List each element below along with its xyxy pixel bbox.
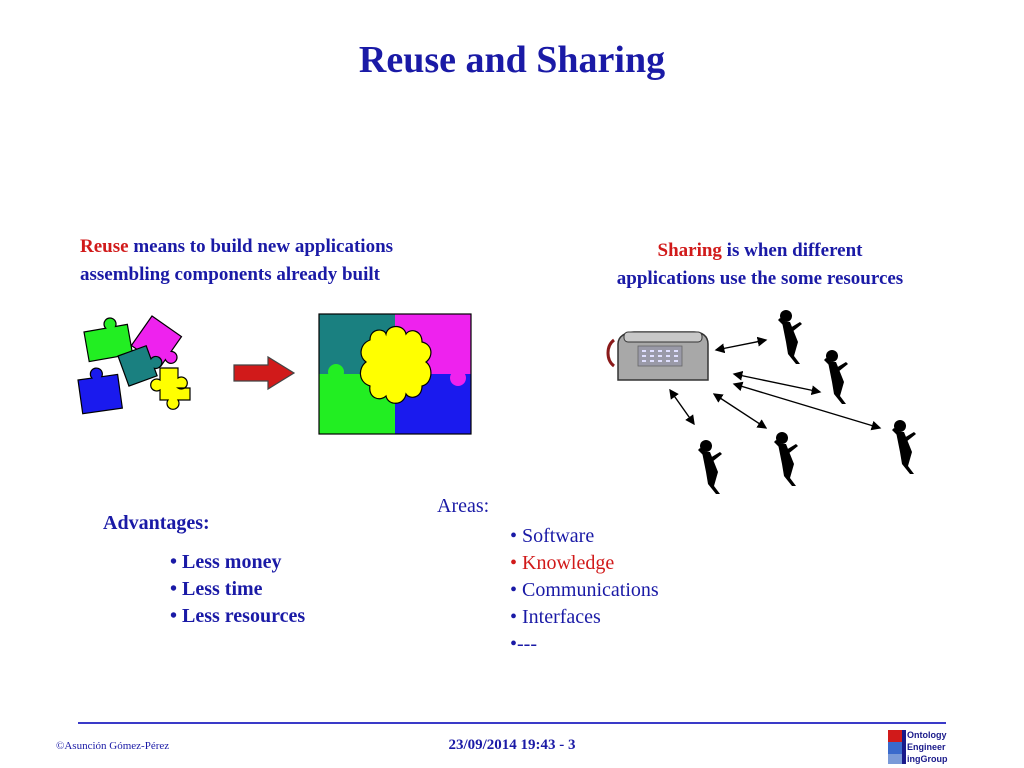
person-figure-icon	[778, 310, 802, 364]
footer-divider	[78, 722, 946, 724]
oeg-logo: Ontology Engineer ingGroup	[884, 728, 948, 766]
oeg-logo-mark-icon	[888, 730, 906, 764]
sharing-term: Sharing	[657, 240, 722, 261]
person-figure-icon	[892, 420, 916, 474]
sharing-illustration	[606, 310, 916, 494]
oeg-logo-line: ingGroup	[907, 754, 948, 764]
advantages-heading: Advantages:	[103, 512, 210, 534]
areas-heading: Areas:	[437, 495, 490, 517]
reuse-definition-line2: assembling components already built	[80, 264, 380, 285]
telephone-icon	[606, 331, 709, 381]
assembled-puzzle-illustration	[318, 313, 472, 435]
puzzle-piece-blue	[77, 367, 124, 415]
oeg-logo-line: Ontology	[907, 730, 947, 740]
advantages-list: • Less money • Less time • Less resource…	[170, 549, 305, 630]
list-item: • Communications	[510, 579, 659, 601]
person-figure-icon	[698, 440, 722, 494]
sharing-definition-line1: is when different	[721, 240, 863, 261]
person-figures	[698, 310, 916, 494]
list-item: • Software	[510, 525, 595, 547]
red-arrow-icon	[233, 355, 296, 391]
list-item: • Interfaces	[510, 606, 601, 628]
scattered-puzzle-pieces-illustration	[77, 315, 191, 415]
list-item: •---	[510, 633, 537, 655]
footer-datetime: 23/09/2014 19:43 - 3	[448, 737, 576, 753]
footer-author: ©Asunción Gómez-Pérez	[56, 740, 170, 752]
sharing-description: Sharing is when different applications u…	[580, 237, 940, 293]
list-item: • Less time	[170, 578, 263, 600]
puzzle-piece-teal	[117, 344, 163, 387]
list-item: • Knowledge	[510, 552, 615, 574]
slide-title: Reuse and Sharing	[358, 39, 666, 81]
oeg-logo-line: Engineer	[907, 742, 946, 752]
sharing-definition-line2: applications use the some resources	[616, 268, 904, 289]
puzzle-piece-green	[83, 317, 134, 363]
puzzle-piece-yellow	[150, 367, 191, 410]
list-item: • Less resources	[170, 605, 306, 627]
person-figure-icon	[824, 350, 848, 404]
person-figure-icon	[774, 432, 798, 486]
reuse-term: Reuse	[80, 236, 129, 257]
reuse-definition-line1: means to build new applications	[128, 236, 394, 257]
reuse-description: Reuse means to build new applications as…	[80, 233, 480, 289]
connection-arrows	[669, 336, 882, 431]
list-item: • Less money	[170, 551, 282, 573]
areas-list: • Software • Knowledge • Communications …	[510, 523, 659, 658]
